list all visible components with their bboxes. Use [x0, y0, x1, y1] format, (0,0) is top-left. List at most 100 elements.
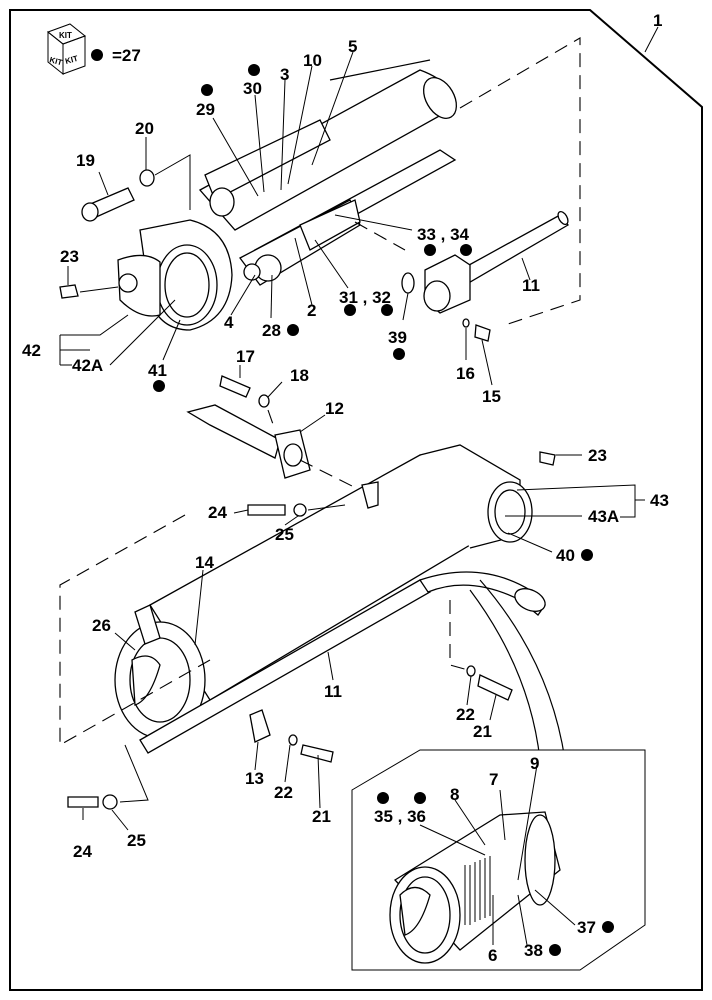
piston-detail — [389, 811, 561, 964]
bolt-19 — [81, 187, 135, 222]
assembly-boundary-top — [459, 37, 581, 326]
callout-23-lower: 23 — [588, 446, 607, 465]
callout-20: 20 — [135, 119, 154, 138]
washer-20 — [139, 169, 155, 187]
pipe-12 — [186, 404, 311, 479]
leader-lines — [59, 26, 659, 946]
callout-22-upper: 22 — [456, 705, 475, 724]
kit-dot-34 — [460, 244, 472, 256]
washer-25-lower — [102, 794, 118, 810]
callout-28: 28 — [262, 321, 281, 340]
pipe-11-lower — [139, 571, 566, 761]
callout-24-upper: 24 — [208, 503, 227, 522]
callout-42: 42 — [22, 341, 41, 360]
callout-4: 4 — [224, 313, 234, 332]
kit-dot-41 — [153, 380, 165, 392]
kit-dot-29 — [201, 84, 213, 96]
callout-43: 43 — [650, 491, 669, 510]
callout-30: 30 — [243, 79, 262, 98]
clamp-14-tab — [134, 604, 161, 645]
grease-nipple — [59, 284, 119, 299]
kit-legend-text: =27 — [112, 46, 141, 65]
callout-19: 19 — [76, 151, 95, 170]
callout-41: 41 — [148, 361, 167, 380]
pipe-11-upper — [423, 210, 569, 314]
callout-21-upper: 21 — [473, 722, 492, 741]
cylinder-barrel — [114, 444, 533, 739]
kit-face-top: KIT — [59, 31, 72, 40]
kit-dot-32 — [381, 304, 393, 316]
leader-19-20 — [154, 154, 191, 210]
leader-24-25-lower — [119, 744, 149, 803]
callout-12: 12 — [325, 399, 344, 418]
guide-21-upper — [449, 600, 469, 671]
callout-39: 39 — [388, 328, 407, 347]
assembly-guide — [354, 221, 406, 251]
assembly-boundary-lower — [59, 514, 211, 746]
callout-25-upper: 25 — [275, 525, 294, 544]
kit-dot-33 — [424, 244, 436, 256]
callout-23-top: 23 — [60, 247, 79, 266]
callout-10: 10 — [303, 51, 322, 70]
leader-25-upper — [307, 504, 346, 511]
callout-43A: 43A — [588, 507, 619, 526]
kit-face-left: KIT — [48, 55, 63, 67]
callout-29: 29 — [196, 100, 215, 119]
oring-39 — [401, 272, 415, 294]
callout-16: 16 — [456, 364, 475, 383]
callout-25-lower: 25 — [127, 831, 146, 850]
bolt-24-lower — [67, 796, 99, 808]
kit-dot-31 — [344, 304, 356, 316]
kit-dot-39 — [393, 348, 405, 360]
kit-dot-30 — [248, 64, 260, 76]
callout-2: 2 — [307, 301, 316, 320]
kit-dot-icon — [91, 49, 103, 61]
callout-33-34: 33 , 34 — [417, 225, 470, 244]
callout-18: 18 — [290, 366, 309, 385]
washer-25-upper — [293, 503, 307, 517]
callout-5: 5 — [348, 37, 357, 56]
callout-8: 8 — [450, 785, 459, 804]
kit-face-right: KIT — [64, 54, 79, 66]
bolt-15 — [474, 324, 491, 342]
callout-40: 40 — [556, 546, 575, 565]
guide-12 — [299, 459, 361, 491]
callout-11-lower: 11 — [324, 682, 342, 701]
callout-22-lower: 22 — [274, 783, 293, 802]
bolt-17 — [219, 375, 251, 398]
rod-assembly — [198, 59, 458, 286]
kit-dot-36 — [414, 792, 426, 804]
kit-dot-37 — [602, 921, 614, 933]
kit-cube-icon: KIT KIT KIT — [46, 23, 87, 76]
bolt-24-upper — [247, 504, 286, 516]
callout-17: 17 — [236, 347, 255, 366]
diagram-frame — [9, 9, 703, 991]
kit-dot-35 — [377, 792, 389, 804]
clamp-upper — [361, 481, 379, 509]
callout-15: 15 — [482, 387, 501, 406]
bolt-21-lower — [300, 744, 334, 763]
callout-7: 7 — [489, 770, 498, 789]
callout-11-upper: 11 — [522, 276, 540, 295]
callout-38: 38 — [524, 941, 543, 960]
callout-37: 37 — [577, 918, 596, 937]
callout-35-36: 35 , 36 — [374, 807, 426, 826]
grease-nipple-lower — [539, 451, 556, 466]
callout-14: 14 — [195, 553, 214, 572]
callout-9: 9 — [530, 754, 539, 773]
callout-3: 3 — [280, 65, 289, 84]
callout-42A: 42A — [72, 356, 103, 375]
kit-dot-40 — [581, 549, 593, 561]
washer-16 — [462, 318, 470, 328]
callout-26: 26 — [92, 616, 111, 635]
washer-18 — [258, 394, 270, 408]
kit-dot-28 — [287, 324, 299, 336]
callout-1: 1 — [653, 11, 662, 30]
callout-24-lower: 24 — [73, 842, 92, 861]
callout-31-32: 31 , 32 — [339, 288, 391, 307]
callout-6: 6 — [488, 946, 497, 965]
bolt-21-upper — [477, 674, 513, 701]
callout-21-lower: 21 — [312, 807, 331, 826]
kit-dot-38 — [549, 944, 561, 956]
